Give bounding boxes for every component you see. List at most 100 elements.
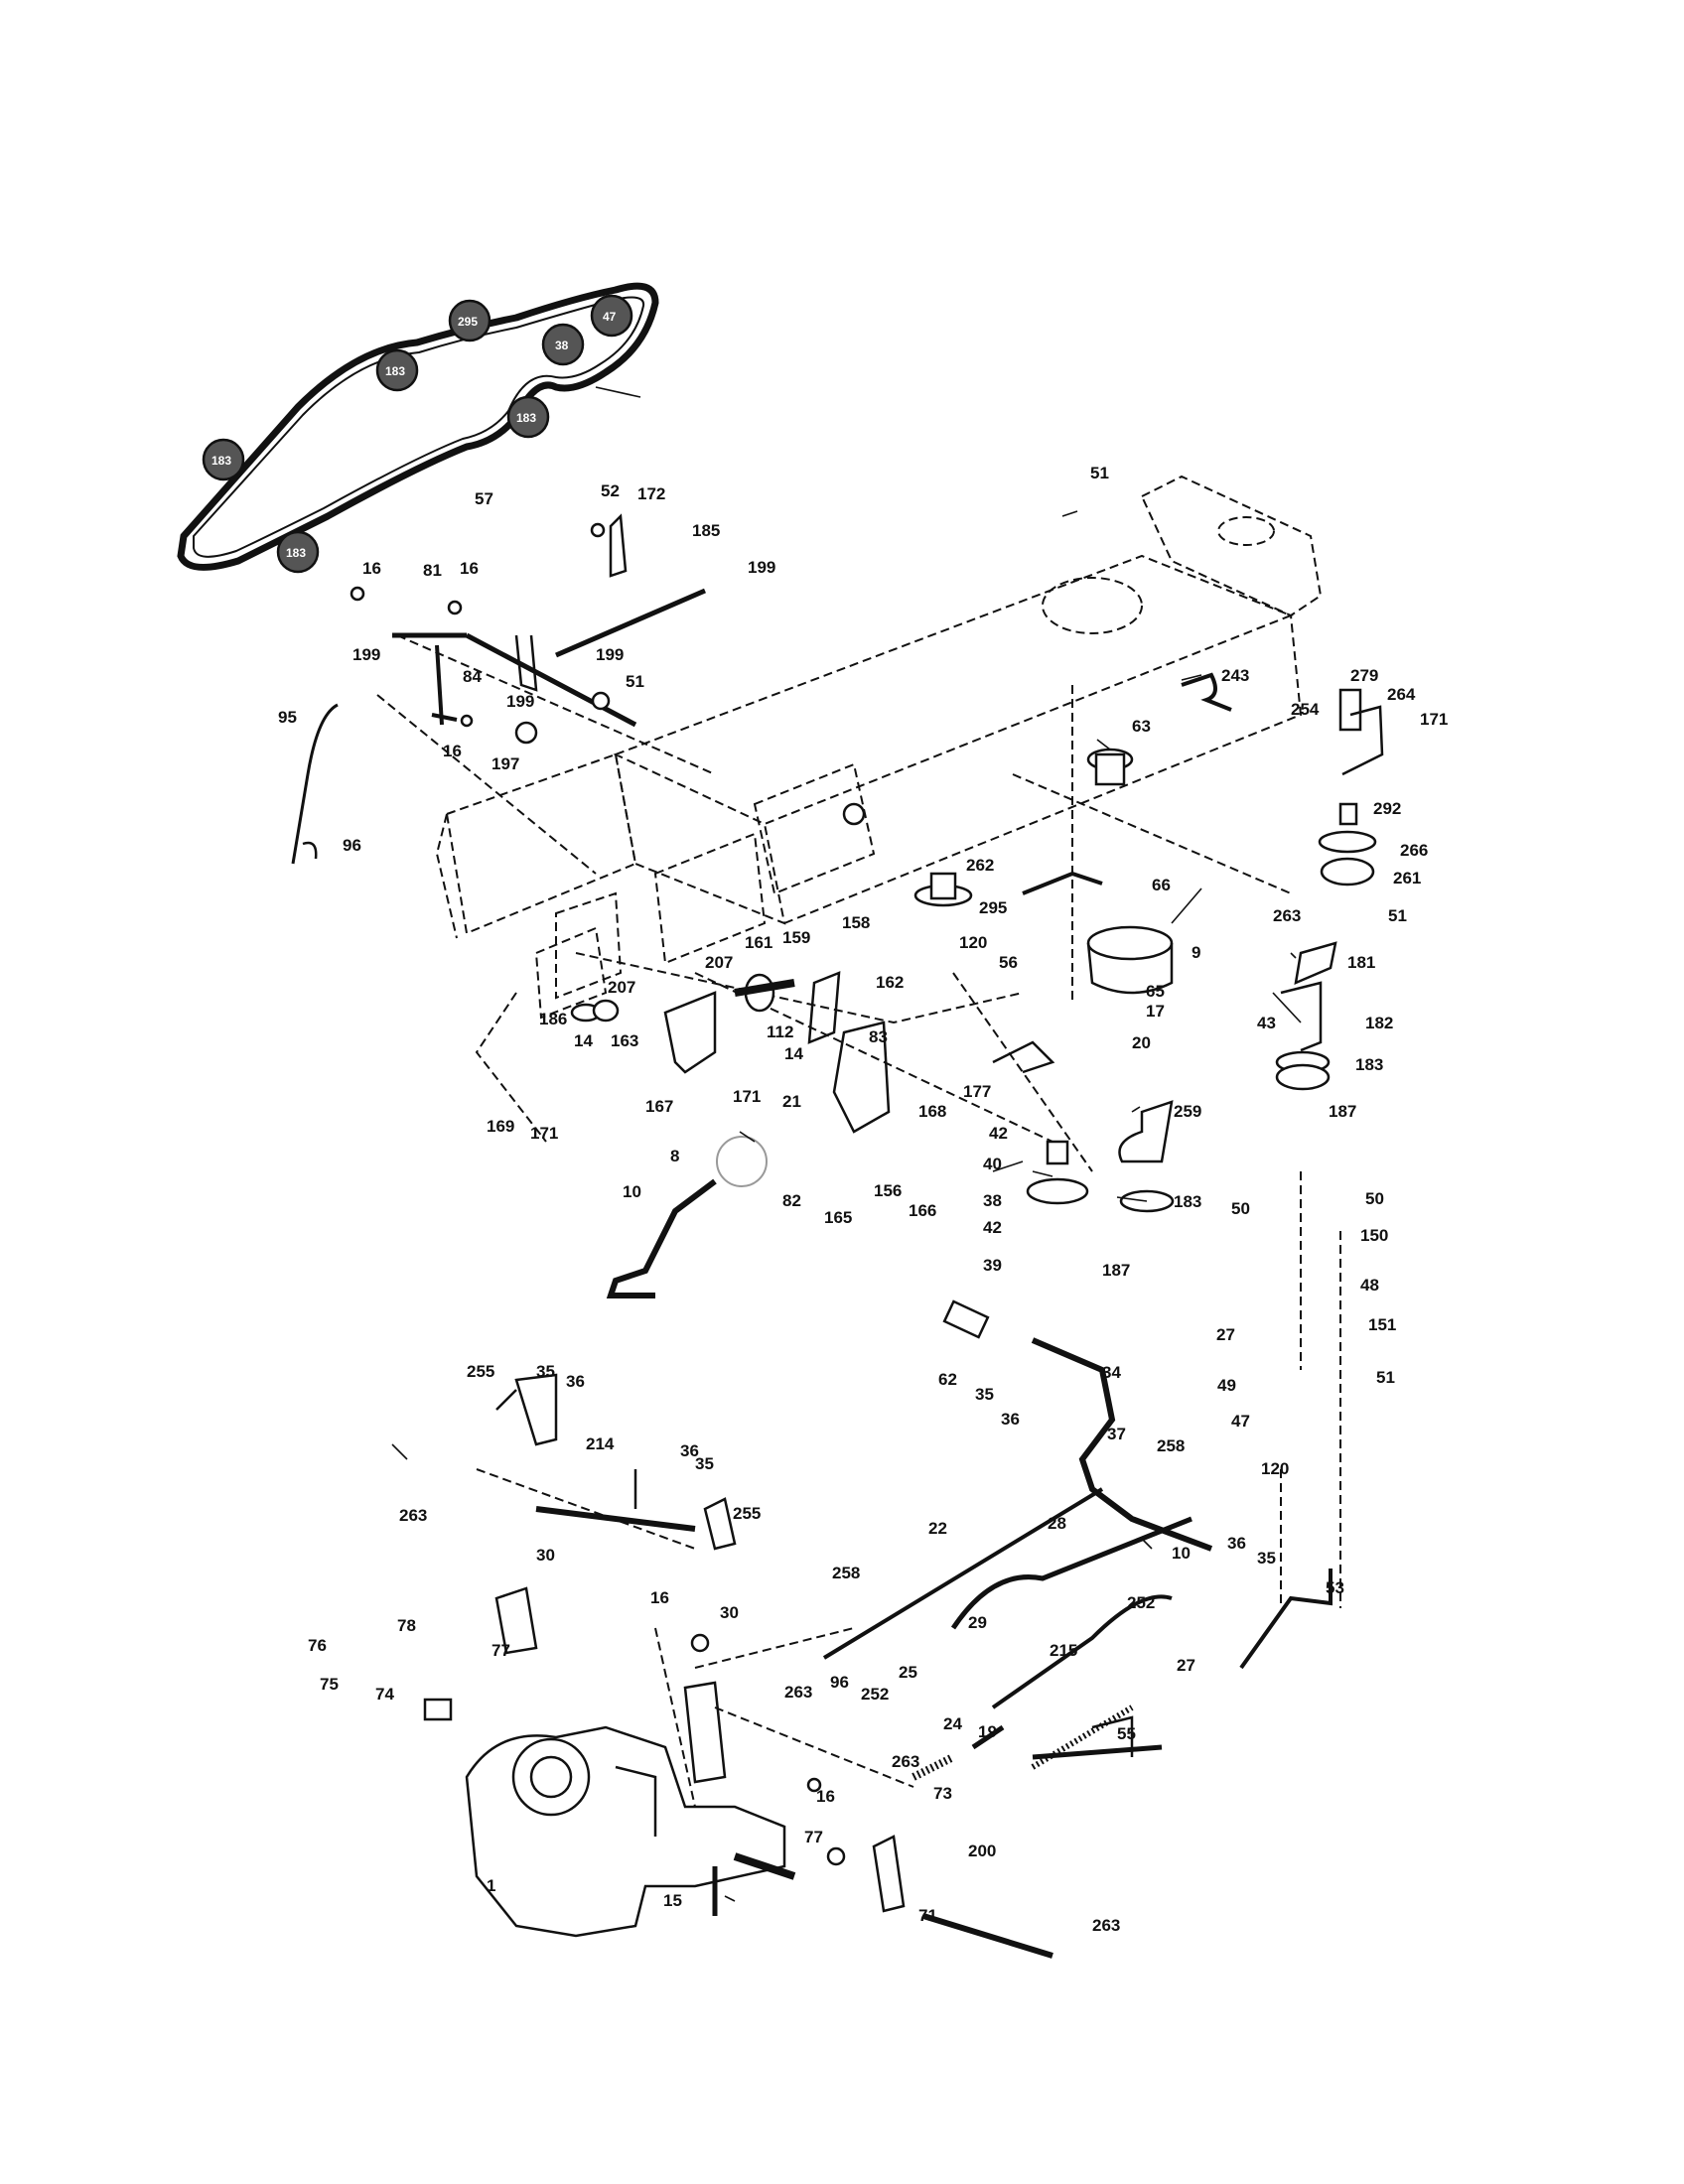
svg-text:183: 183 (286, 546, 306, 560)
label-36: 36 (1227, 1534, 1246, 1553)
label-16: 16 (362, 559, 381, 578)
svg-text:183: 183 (211, 454, 231, 468)
label-172: 172 (637, 484, 665, 503)
label-261: 261 (1393, 869, 1421, 887)
label-37: 37 (1107, 1425, 1126, 1443)
label-78: 78 (397, 1616, 416, 1635)
label-14: 14 (574, 1031, 593, 1050)
label-214: 214 (586, 1434, 615, 1453)
label-42: 42 (983, 1218, 1002, 1237)
label-165: 165 (824, 1208, 852, 1227)
label-56: 56 (999, 953, 1018, 972)
svg-text:295: 295 (458, 315, 478, 329)
label-156: 156 (874, 1181, 902, 1200)
label-263: 263 (1273, 906, 1301, 925)
label-259: 259 (1174, 1102, 1201, 1121)
label-199: 199 (352, 645, 380, 664)
belt-pulley-183-c: 183 (202, 438, 245, 481)
label-295: 295 (979, 898, 1007, 917)
label-19: 19 (978, 1722, 997, 1741)
belt-pulley-38: 38 (541, 323, 585, 366)
label-30: 30 (720, 1603, 739, 1622)
label-163: 21 (782, 1092, 801, 1111)
label-27: 27 (1177, 1656, 1195, 1675)
label-187: 187 (1329, 1102, 1356, 1121)
label-258: 258 (1157, 1436, 1185, 1455)
label-120: 120 (959, 933, 987, 952)
label-120: 120 (1261, 1459, 1289, 1478)
label-27: 27 (1216, 1325, 1235, 1344)
label-43: 43 (1257, 1014, 1276, 1032)
label-96: 96 (830, 1673, 849, 1692)
label-292: 292 (1373, 799, 1401, 818)
label-182: 182 (1365, 1014, 1393, 1032)
label-81: 81 (423, 561, 442, 580)
label-71: 71 (918, 1906, 937, 1925)
label-35: 35 (695, 1454, 714, 1473)
label-66: 66 (1152, 876, 1171, 894)
label-36: 36 (680, 1441, 699, 1460)
label-1: 1 (487, 1876, 495, 1895)
label-51: 51 (1090, 464, 1109, 482)
label-28: 28 (1048, 1514, 1066, 1533)
label-207: 207 (608, 978, 635, 997)
label-177: 177 (963, 1082, 991, 1101)
label-16: 16 (443, 742, 462, 760)
label-76: 76 (308, 1636, 327, 1655)
label-77: 77 (804, 1828, 823, 1846)
label-254: 254 (1291, 700, 1320, 719)
label-186: 186 (539, 1010, 567, 1028)
label-169: 169 (487, 1117, 514, 1136)
label-52: 52 (601, 481, 620, 500)
drive-linkage-lower (495, 1299, 1333, 1760)
label-263: 263 (892, 1752, 919, 1771)
label-51: 51 (1376, 1368, 1395, 1387)
belt-pulley-295: 295 (448, 299, 491, 342)
idler-pulleys (913, 672, 1384, 1213)
tractor-frame (435, 475, 1323, 1020)
label-57: 57 (475, 489, 493, 508)
label-25: 25 (899, 1663, 917, 1682)
label-161: 161 (745, 933, 772, 952)
label-8: 8 (670, 1147, 679, 1165)
label-264: 264 (1387, 685, 1416, 704)
label-63: 63 (1132, 717, 1151, 736)
label-50: 50 (1365, 1189, 1384, 1208)
label-263: 263 (784, 1683, 812, 1702)
label-215: 215 (1050, 1641, 1077, 1660)
belt-pulley-183-a: 183 (375, 348, 419, 392)
label-75: 75 (320, 1675, 339, 1694)
label-112: 112 (767, 1023, 793, 1041)
label-252: 252 (861, 1685, 889, 1704)
label-84: 84 (463, 667, 482, 686)
label-35: 35 (536, 1362, 555, 1381)
label-252: 252 (1127, 1593, 1155, 1612)
label-36: 36 (566, 1372, 585, 1391)
belt-pulley-183-d: 183 (276, 530, 320, 574)
leader-lines (391, 386, 1302, 1902)
label-263: 263 (399, 1506, 427, 1525)
label-150: 150 (1360, 1226, 1388, 1245)
label-50: 50 (1231, 1199, 1250, 1218)
label-171: 171 (733, 1087, 761, 1106)
label-171: 171 (1420, 710, 1448, 729)
label-51: 51 (1388, 906, 1407, 925)
label-199: 199 (596, 645, 624, 664)
label-35: 35 (975, 1385, 994, 1404)
label-62: 62 (938, 1370, 957, 1389)
label-163: 163 (611, 1031, 638, 1050)
label-40: 40 (983, 1155, 1002, 1173)
label-10: 10 (623, 1182, 641, 1201)
label-29: 29 (968, 1613, 987, 1632)
drive-belt: 183 295 38 47 183 183 183 (177, 282, 659, 574)
assembly-lines (376, 634, 1341, 1808)
label-20: 20 (1132, 1033, 1151, 1052)
label-73: 73 (933, 1784, 952, 1803)
brackets-and-springs (494, 1586, 1134, 1959)
label-199: 199 (748, 558, 775, 577)
label-48: 48 (1360, 1276, 1379, 1295)
pivot-bracket-assembly (570, 971, 891, 1298)
label-167: 167 (645, 1097, 673, 1116)
label-95: 95 (278, 708, 297, 727)
